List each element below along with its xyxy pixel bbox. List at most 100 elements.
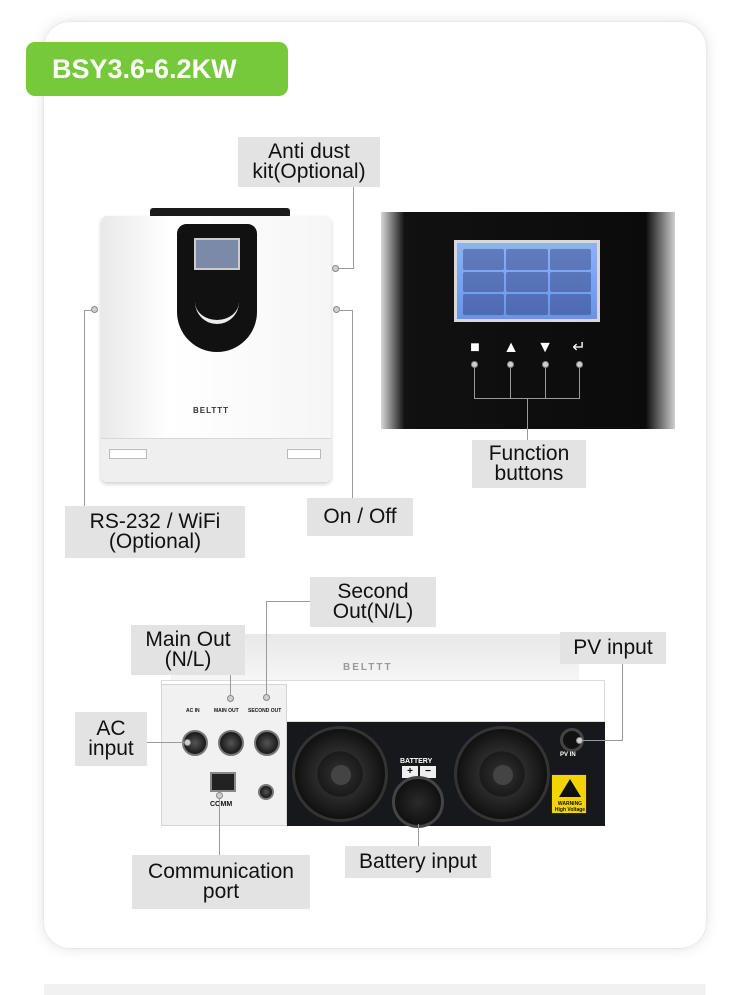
inverter-front-image: BELTTT	[101, 216, 331, 482]
connector-line	[352, 310, 353, 500]
connector-dot	[471, 361, 478, 368]
comm-port-label-line1: Communication	[148, 860, 294, 883]
second-out-terminal	[254, 730, 280, 756]
lcd-cell	[463, 249, 505, 270]
battery-input-label: Battery input	[345, 846, 491, 878]
front-led-arc	[195, 302, 239, 324]
bottom-strip	[44, 984, 706, 995]
down-arrow-icon[interactable]: ▼	[537, 339, 553, 356]
battery-input-port	[392, 776, 444, 828]
connector-line	[545, 368, 546, 398]
connector-line	[579, 368, 580, 398]
comm-rj45-port	[210, 772, 236, 792]
rs232-wifi-label: RS-232 / WiFi (Optional)	[65, 506, 245, 558]
battery-print: BATTERY	[400, 758, 433, 765]
lcd-cell	[506, 294, 548, 315]
anti-dust-label: Anti dust kit(Optional)	[238, 137, 380, 187]
lcd-cell	[549, 294, 591, 315]
front-brand-text: BELTTT	[193, 406, 230, 415]
connector-line	[510, 368, 511, 398]
product-title-badge: BSY3.6-6.2KW	[26, 42, 288, 96]
battery-plus: +	[402, 766, 418, 778]
battery-input-label-text: Battery input	[359, 850, 477, 873]
front-control-panel	[177, 224, 257, 352]
ac-input-label-line2: input	[88, 737, 134, 760]
ac-input-label: AC input	[75, 712, 147, 766]
connector-line	[84, 310, 92, 311]
connector-line	[146, 742, 186, 743]
warning-icon	[559, 779, 581, 797]
ac-input-terminal	[182, 730, 208, 756]
communication-port-label: Communication port	[132, 855, 310, 909]
main-out-label-line1: Main Out	[145, 628, 231, 651]
function-buttons-label-line2: buttons	[494, 462, 564, 485]
ground-terminal	[258, 784, 274, 800]
caution-sticker-right	[287, 449, 321, 459]
main-out-label: Main Out (N/L)	[131, 625, 245, 675]
function-buttons-label: Function buttons	[472, 440, 586, 488]
second-out-label: Second Out(N/L)	[310, 577, 436, 627]
connector-line	[580, 740, 623, 741]
back-brand-text: BELTTT	[343, 662, 393, 673]
rs232-label-line2: (Optional)	[108, 530, 202, 553]
connector-line	[219, 796, 220, 856]
lcd-cell	[549, 271, 591, 293]
connector-line	[340, 310, 352, 311]
connector-dot	[333, 306, 340, 313]
connector-dot	[227, 695, 234, 702]
enter-icon[interactable]: ↵	[572, 339, 586, 356]
up-arrow-icon[interactable]: ▲	[503, 339, 519, 356]
battery-minus: −	[420, 766, 436, 778]
connector-dot	[184, 739, 191, 746]
comm-print: COMM	[210, 801, 233, 808]
main-out-print: MAIN OUT	[214, 708, 239, 714]
pv-input-label: PV input	[560, 632, 666, 664]
pv-in-print: PV IN	[560, 752, 576, 758]
menu-icon[interactable]: ■	[470, 339, 480, 356]
high-voltage-warning-sticker: WARNING High Voltage	[551, 774, 587, 814]
front-base	[101, 438, 331, 482]
panel-closeup-image: ■ ▲ ▼ ↵	[381, 212, 675, 429]
lcd-cell	[463, 271, 505, 293]
lcd-segment-grid	[463, 249, 591, 315]
lcd-cell	[549, 249, 591, 270]
lcd-cell	[506, 271, 548, 293]
rs232-label-line1: RS-232 / WiFi	[89, 510, 221, 533]
anti-dust-label-line2: kit(Optional)	[252, 160, 366, 183]
fan-hub	[493, 765, 513, 785]
closeup-lcd-display	[454, 240, 600, 322]
connector-dot	[542, 361, 549, 368]
warning-print: WARNING High Voltage	[554, 801, 586, 813]
function-buttons-label-line1: Function	[488, 442, 570, 465]
connector-dot	[332, 265, 339, 272]
on-off-label-text: On / Off	[323, 505, 397, 528]
connector-dot	[263, 694, 270, 701]
connector-line	[474, 368, 475, 398]
ac-input-label-line1: AC	[96, 717, 126, 740]
lcd-cell	[506, 249, 548, 270]
connector-line	[230, 674, 231, 698]
connector-line	[418, 824, 419, 848]
connector-line	[353, 186, 354, 268]
ac-in-print: AC IN	[186, 708, 200, 714]
caution-sticker-left	[109, 449, 147, 459]
second-out-label-line1: Second	[337, 580, 409, 603]
connector-dot	[216, 792, 223, 799]
front-lcd-screen	[194, 238, 240, 270]
fan-left	[292, 726, 388, 822]
connector-dot	[91, 306, 98, 313]
on-off-label: On / Off	[307, 498, 413, 536]
main-out-label-line2: (N/L)	[164, 648, 212, 671]
comm-port-label-line2: port	[202, 880, 240, 903]
anti-dust-label-line1: Anti dust	[268, 140, 350, 163]
connector-line	[84, 310, 85, 508]
connector-dot	[576, 361, 583, 368]
fan-hub	[331, 765, 351, 785]
connector-line	[266, 601, 267, 697]
main-out-terminal	[218, 730, 244, 756]
pv-input-label-text: PV input	[573, 636, 653, 659]
lcd-cell	[463, 294, 505, 315]
second-out-label-line2: Out(N/L)	[332, 600, 414, 623]
connector-dot	[507, 361, 514, 368]
second-out-print: SECOND OUT	[248, 708, 282, 714]
